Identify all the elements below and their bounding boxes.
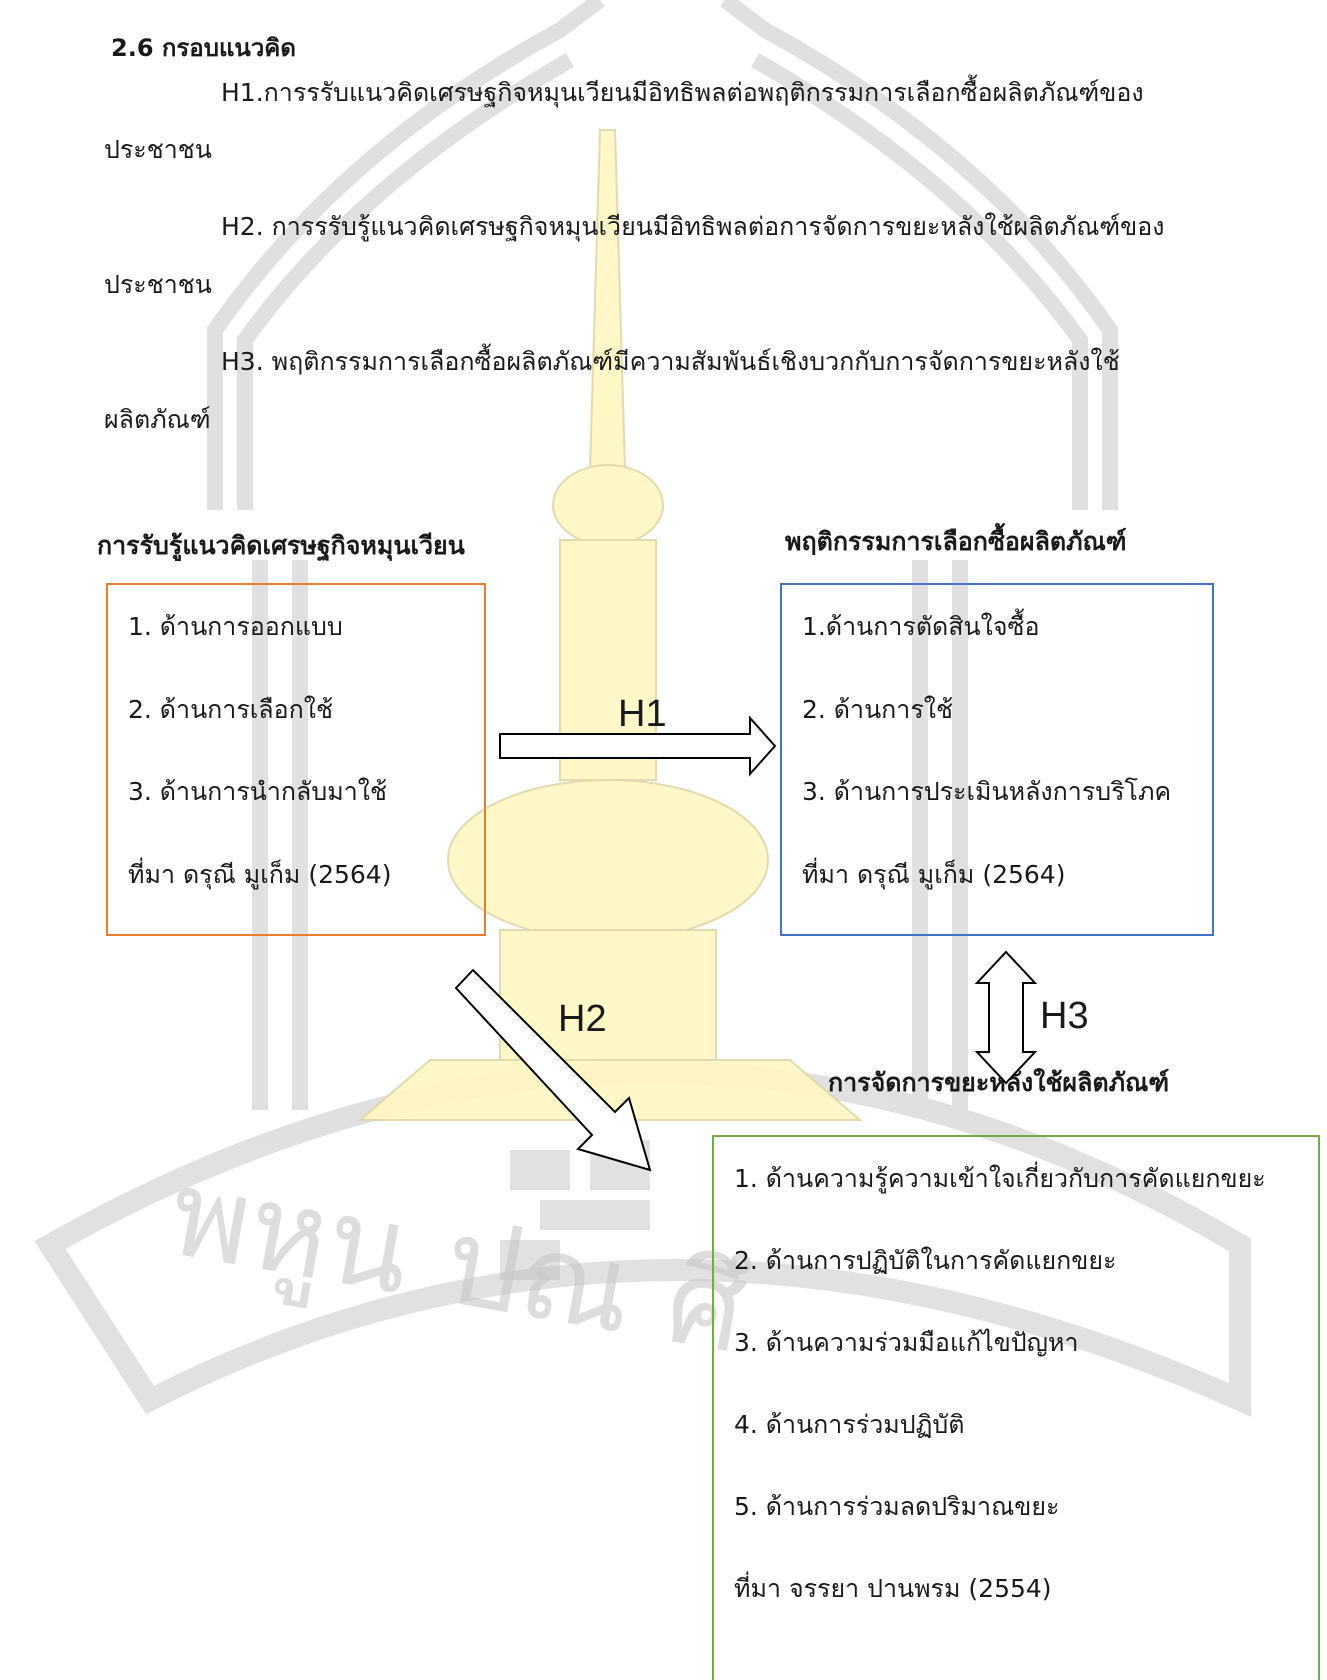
h3-arrow (974, 950, 1038, 1085)
behavior-source: ที่มา ดรุณี มูเก็ม (2564) (802, 860, 1066, 889)
behavior-item: 3. ด้านการประเมินหลังการบริโภค (802, 777, 1172, 806)
perception-box: 1. ด้านการออกแบบ 2. ด้านการเลือกใช้ 3. ด… (106, 583, 486, 936)
behavior-title: พฤติกรรมการเลือกซื้อผลิตภัณฑ์ (785, 527, 1127, 556)
h2-label: H2 (558, 998, 607, 1040)
hypothesis-2-line-2: ประชาชน (104, 270, 212, 299)
behavior-item: 1.ด้านการตัดสินใจซื้อ (802, 612, 1040, 641)
h1-label: H1 (618, 693, 667, 735)
hypothesis-1-line-1: H1.การรรับแนวคิดเศรษฐกิจหมุนเวียนมีอิทธิ… (221, 78, 1144, 107)
perception-item: 1. ด้านการออกแบบ (128, 612, 343, 641)
waste-item: 1. ด้านความรู้ความเข้าใจเกี่ยวกับการคัดแ… (734, 1164, 1266, 1193)
perception-item: 2. ด้านการเลือกใช้ (128, 695, 333, 724)
h2-arrow (454, 968, 652, 1172)
waste-item: 4. ด้านการร่วมปฏิบัติ (734, 1410, 965, 1439)
behavior-item: 2. ด้านการใช้ (802, 695, 953, 724)
section-heading: 2.6 กรอบแนวคิด (111, 34, 296, 62)
waste-item: 3. ด้านความร่วมมือแก้ไขปัญหา (734, 1328, 1079, 1357)
h3-label: H3 (1040, 995, 1089, 1037)
perception-item: 3. ด้านการนำกลับมาใช้ (128, 777, 387, 806)
waste-item: 5. ด้านการร่วมลดปริมาณขยะ (734, 1492, 1060, 1521)
perception-title: การรับรู้แนวคิดเศรษฐกิจหมุนเวียน (97, 531, 465, 560)
waste-source: ที่มา จรรยา ปานพรม (2554) (734, 1574, 1052, 1603)
hypothesis-3-line-1: H3. พฤติกรรมการเลือกซื้อผลิตภัณฑ์มีความส… (221, 347, 1120, 376)
waste-item: 2. ด้านการปฏิบัติในการคัดแยกขยะ (734, 1246, 1117, 1275)
hypothesis-2-line-1: H2. การรรับรู้แนวคิดเศรษฐกิจหมุนเวียนมีอ… (221, 212, 1165, 241)
behavior-box: 1.ด้านการตัดสินใจซื้อ 2. ด้านการใช้ 3. ด… (780, 583, 1214, 936)
hypothesis-3-line-2: ผลิตภัณฑ์ (104, 405, 211, 434)
perception-source: ที่มา ดรุณี มูเก็ม (2564) (128, 860, 392, 889)
hypothesis-1-line-2: ประชาชน (104, 135, 212, 164)
h1-arrow (499, 715, 777, 777)
waste-box: 1. ด้านความรู้ความเข้าใจเกี่ยวกับการคัดแ… (712, 1135, 1320, 1680)
